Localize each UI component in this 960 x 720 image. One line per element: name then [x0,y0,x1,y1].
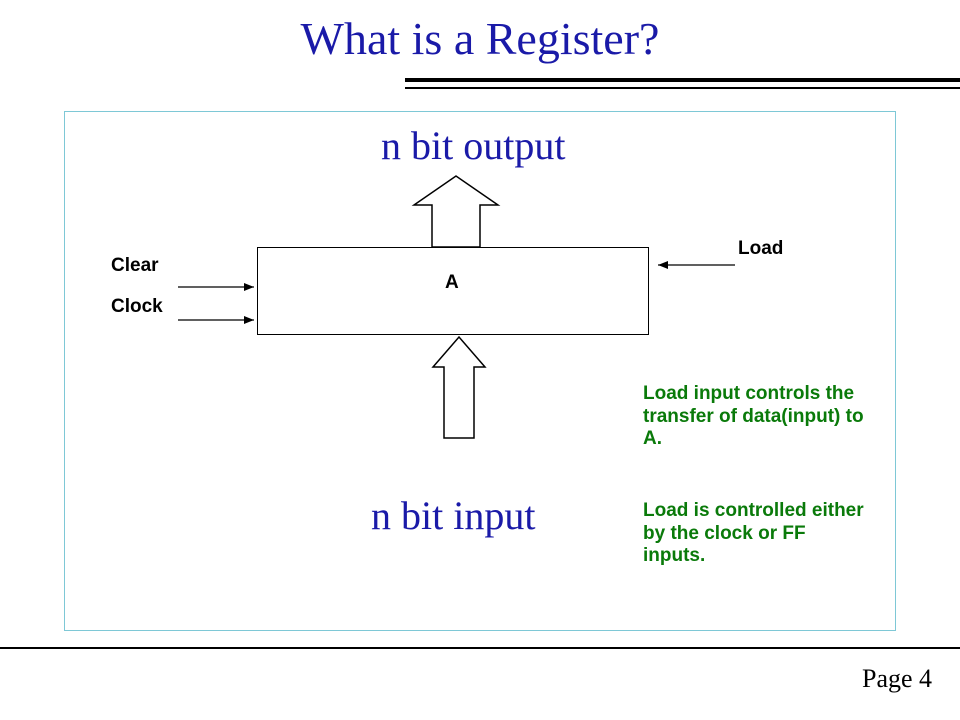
register-box [257,247,649,335]
clock-label: Clock [111,296,163,317]
diagram-frame [64,111,896,631]
footer-rule [0,647,960,649]
register-label: A [445,272,459,293]
output-label: n bit output [381,123,566,168]
load-note-2: Load is controlled either by the clock o… [643,500,864,566]
input-arrow [431,335,487,439]
page-number: Page 4 [862,664,933,693]
input-label: n bit input [371,493,536,538]
output-arrow [411,175,501,248]
slide-title: What is a Register? [300,13,660,64]
title-rule-thin [405,87,960,89]
clear-label: Clear [111,255,159,276]
title-rule-thick [405,78,960,82]
load-label: Load [738,238,784,259]
load-note-1: Load input controls the transfer of data… [643,383,864,449]
